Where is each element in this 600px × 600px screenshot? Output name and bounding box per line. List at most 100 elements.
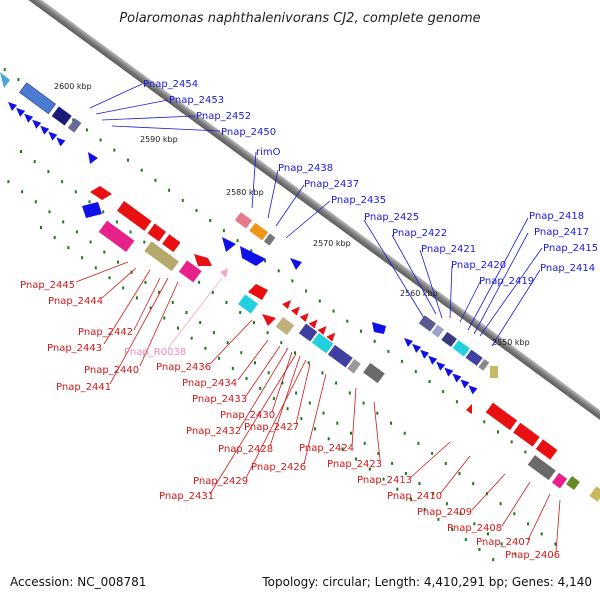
- tick-dot: [483, 420, 486, 424]
- tick-dot: [62, 220, 65, 224]
- tick-dot: [245, 377, 248, 380]
- gene-arrow: [420, 349, 430, 359]
- gene-pnap-2438: [249, 222, 269, 241]
- gene-arrow-row-1: [8, 102, 66, 147]
- tick-dot: [497, 430, 499, 434]
- gene-arrow-reverse: [466, 404, 472, 414]
- tick-dot: [20, 150, 22, 153]
- gene-pnap-2420: [452, 340, 470, 357]
- label-pnap-r0038: Pnap_R0038: [124, 347, 186, 358]
- tick-dot: [115, 220, 118, 224]
- label-pnap-2409: Pnap_2409: [417, 507, 472, 518]
- tick-dot: [464, 538, 467, 541]
- gene-pnap-2410: [485, 402, 518, 431]
- gene-arrow: [56, 137, 66, 147]
- tick-dot: [185, 311, 188, 314]
- gene-arrow: [88, 152, 98, 164]
- gene-pnap-2426: [311, 333, 334, 354]
- tick-dot: [428, 380, 431, 383]
- tick-dot: [236, 239, 239, 243]
- gene-arrow: [372, 322, 386, 334]
- label-pnap-2414: Pnap_2414: [540, 263, 595, 274]
- label-pnap-2410: Pnap_2410: [387, 491, 442, 502]
- tick-dot: [487, 532, 489, 536]
- tick-dot: [259, 387, 262, 390]
- tick-dot: [108, 276, 111, 280]
- tick-dot: [88, 200, 91, 204]
- tick-dot: [540, 532, 543, 536]
- tick-dot: [307, 361, 310, 365]
- tick-dot: [376, 411, 379, 415]
- tick-dot: [199, 321, 202, 324]
- tick-dot: [198, 280, 201, 284]
- tick-dot: [72, 118, 75, 122]
- tick-dot: [33, 160, 36, 164]
- gene-arrow-reverse: [262, 314, 276, 326]
- gene-pnap-2440: [144, 241, 179, 272]
- gene-arrow-row-2: [404, 338, 478, 395]
- tick-dot: [410, 497, 412, 501]
- tick-dot: [254, 361, 256, 365]
- tick-dot: [318, 299, 321, 303]
- label-pnap-2445: Pnap_2445: [20, 280, 75, 291]
- tick-dot: [113, 148, 116, 152]
- label-pnap-2419: Pnap_2419: [479, 276, 534, 287]
- gene-arrow: [299, 313, 309, 322]
- accession-text: Accession: NC_008781: [10, 575, 146, 589]
- tick-dot: [204, 346, 207, 350]
- tick-dot: [277, 269, 280, 273]
- label-pnap-2437: Pnap_2437: [304, 179, 359, 190]
- tick-dot: [341, 447, 344, 451]
- tick-dot: [122, 286, 125, 290]
- gene-small-tan: [589, 486, 600, 502]
- tick-dot: [396, 487, 399, 491]
- lower-gene-leaders-pink: [167, 277, 223, 349]
- tick-dot: [218, 356, 221, 360]
- gene-pnap-2437: [263, 233, 276, 246]
- gene-arrow: [460, 379, 470, 389]
- tick-dot: [368, 467, 371, 471]
- gene-small-green: [566, 476, 580, 490]
- tick-dot: [40, 226, 42, 229]
- tick-dot: [163, 316, 166, 320]
- gene-arrow-reverse: [90, 186, 112, 200]
- genome-summary-text: Topology: circular; Length: 4,410,291 bp…: [261, 575, 592, 589]
- tick-dot: [360, 329, 362, 333]
- tick-dot: [335, 381, 338, 385]
- tick-dot: [417, 441, 420, 445]
- label-pnap-2415: Pnap_2415: [543, 243, 598, 254]
- tick-dot: [473, 522, 476, 526]
- gene-pnap-2423: [347, 359, 361, 374]
- tick-dot: [327, 437, 330, 441]
- tick-dot: [94, 266, 97, 270]
- tick-dot: [527, 522, 529, 526]
- scale-label: 2580 kbp: [226, 188, 264, 197]
- label-pnap-2425: Pnap_2425: [364, 212, 419, 223]
- gene-pnap-2425: [418, 315, 436, 332]
- tick-dot: [514, 552, 517, 556]
- label-pnap-2413: Pnap_2413: [357, 475, 412, 486]
- tick-dot: [127, 158, 129, 162]
- scale-label: 2600 kbp: [54, 82, 92, 91]
- gene-arrow: [428, 355, 438, 365]
- gene-pnap-2445: [117, 201, 152, 231]
- tick-dot: [350, 431, 352, 435]
- label-pnap-2442: Pnap_2442: [78, 327, 133, 338]
- tick-dot: [472, 482, 475, 486]
- gene-pnap-2407: [527, 455, 556, 481]
- tick-dot: [140, 168, 143, 172]
- tick-dot: [513, 512, 516, 516]
- gene-arrow: [290, 306, 300, 316]
- tick-dot: [143, 240, 146, 244]
- label-pnap-2418: Pnap_2418: [529, 211, 584, 222]
- label-rimo: rimO: [256, 147, 281, 158]
- gene-pnap-2428: [298, 323, 318, 342]
- gene-pnap-2442: [162, 234, 181, 253]
- tick-dot: [190, 336, 193, 340]
- tick-dot: [177, 326, 179, 330]
- tick-dot: [291, 279, 294, 283]
- tick-dot: [445, 502, 448, 506]
- gene-arrow: [16, 107, 26, 117]
- tick-dot: [478, 548, 481, 551]
- gene-pnap-2424: [327, 344, 353, 368]
